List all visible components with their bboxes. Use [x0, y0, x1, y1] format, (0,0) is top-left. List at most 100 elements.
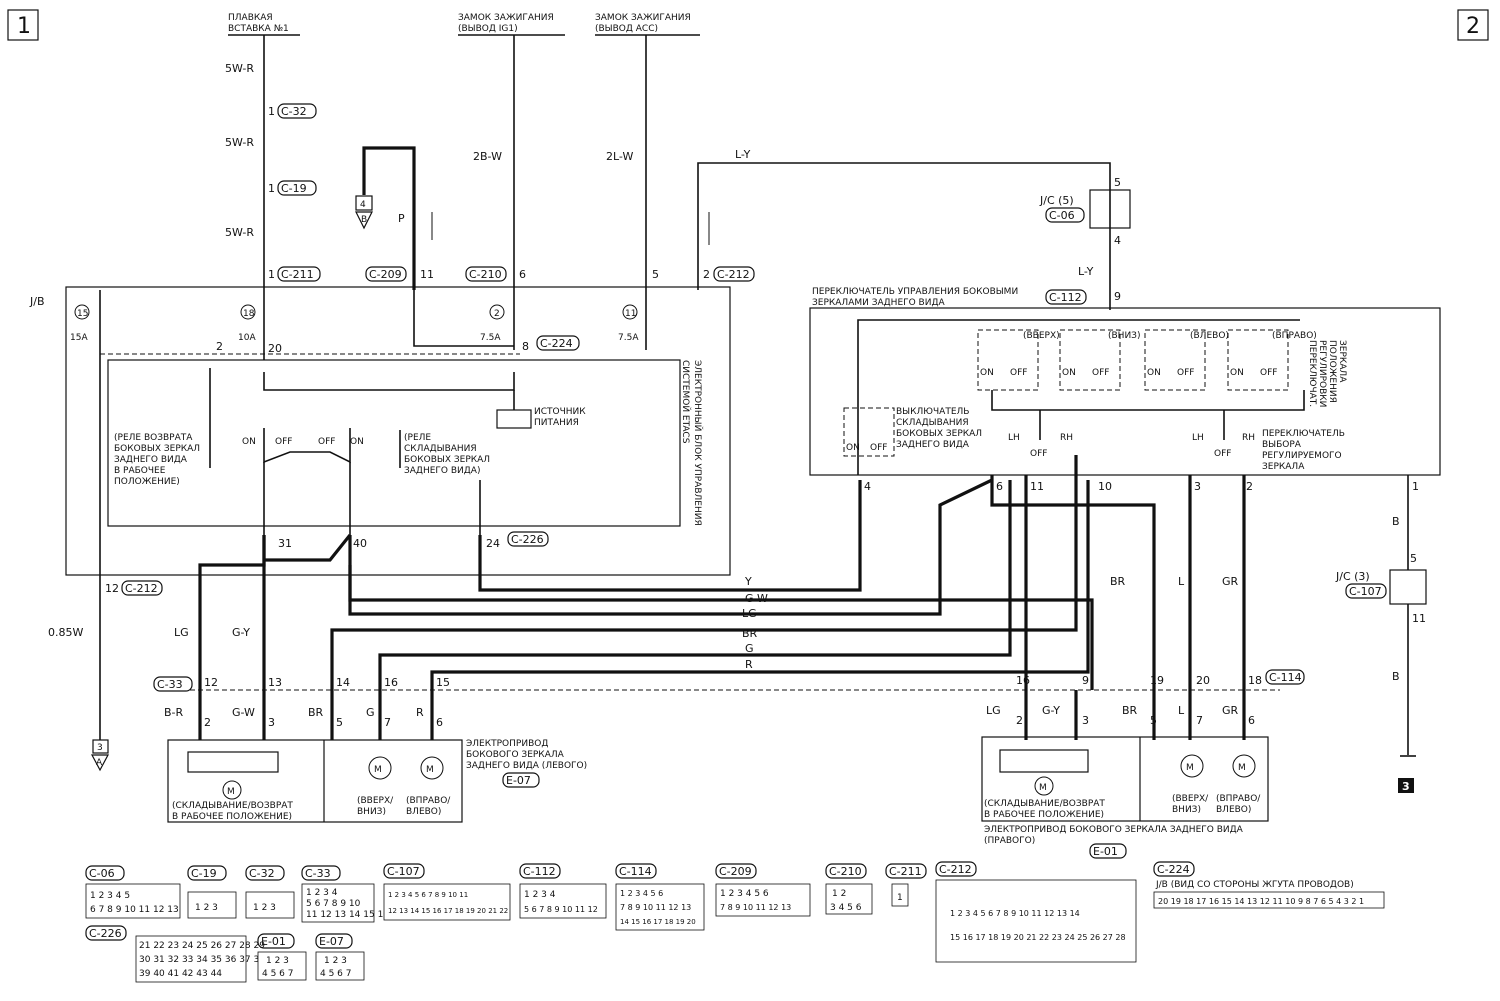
svg-text:1 2: 1 2 [832, 889, 846, 899]
connector-c32: C-32 [281, 105, 307, 118]
svg-text:3: 3 [1402, 780, 1410, 793]
svg-text:L-Y: L-Y [1078, 265, 1094, 278]
svg-text:20: 20 [1196, 674, 1210, 687]
svg-text:(ПРАВОГО): (ПРАВОГО) [984, 836, 1035, 846]
svg-text:6: 6 [436, 716, 443, 729]
svg-text:20 19 18 17 16 15 14 13 12 11: 20 19 18 17 16 15 14 13 12 11 10 9 8 7 6… [1158, 897, 1364, 906]
svg-text:1: 1 [268, 182, 275, 195]
svg-text:ВЫКЛЮЧАТЕЛЬ: ВЫКЛЮЧАТЕЛЬ [896, 407, 969, 417]
connector-c107: C-107 [1349, 585, 1382, 598]
svg-text:LH: LH [1192, 433, 1204, 443]
ign-ig1-label-1: ЗАМОК ЗАЖИГАНИЯ [458, 13, 554, 23]
svg-text:ЗАДНЕГО ВИДА (ЛЕВОГО): ЗАДНЕГО ВИДА (ЛЕВОГО) [466, 761, 587, 771]
svg-text:1 2 3 4 5: 1 2 3 4 5 [90, 891, 130, 901]
wire-lg [348, 478, 993, 616]
svg-text:(СКЛАДЫВАНИЕ/ВОЗВРАТ: (СКЛАДЫВАНИЕ/ВОЗВРАТ [172, 801, 293, 811]
svg-text:ON: ON [1062, 368, 1076, 378]
svg-text:1 2 3 4 5 6 7 8 9 10 11 12 13: 1 2 3 4 5 6 7 8 9 10 11 12 13 14 [950, 909, 1080, 918]
svg-text:ВНИЗ): ВНИЗ) [357, 807, 386, 817]
svg-text:14: 14 [336, 676, 350, 689]
connector-legend: C-06 1 2 3 4 5 6 7 8 9 10 11 12 13 C-226… [85, 861, 1385, 983]
svg-text:В РАБОЧЕЕ ПОЛОЖЕНИЕ): В РАБОЧЕЕ ПОЛОЖЕНИЕ) [984, 810, 1104, 820]
svg-text:G-W: G-W [745, 592, 768, 605]
svg-text:1 2 3 4 5 6: 1 2 3 4 5 6 [720, 889, 769, 899]
svg-text:39 40 41 42 43 44: 39 40 41 42 43 44 [139, 969, 222, 979]
connector-c224: C-224 [540, 337, 573, 350]
svg-text:OFF: OFF [1214, 449, 1231, 459]
svg-text:E-01: E-01 [261, 935, 286, 948]
svg-text:7.5A: 7.5A [480, 333, 501, 343]
svg-text:J/B (ВИД СО СТОРОНЫ ЖГУТА ПРОВ: J/B (ВИД СО СТОРОНЫ ЖГУТА ПРОВОДОВ) [1155, 880, 1354, 890]
ign-ig1-label-2: (ВЫВОД IG1) [458, 24, 518, 34]
svg-text:18: 18 [1248, 674, 1262, 687]
svg-text:ВЛЕВО): ВЛЕВО) [1216, 805, 1251, 815]
svg-text:БОКОВЫХ ЗЕРКАЛ: БОКОВЫХ ЗЕРКАЛ [896, 429, 982, 439]
svg-text:ON: ON [1147, 368, 1161, 378]
connector-c112: C-112 [1049, 291, 1082, 304]
svg-text:ЗАДНЕГО ВИДА: ЗАДНЕГО ВИДА [114, 455, 188, 465]
svg-text:1 2 3: 1 2 3 [324, 956, 347, 966]
svg-text:ЭЛЕКТРОПРИВОД: ЭЛЕКТРОПРИВОД [466, 739, 548, 749]
svg-text:14 15 16 17 18 19 20: 14 15 16 17 18 19 20 [620, 918, 696, 926]
svg-text:2B-W: 2B-W [473, 150, 502, 163]
svg-text:7 8 9 10 11 12 13: 7 8 9 10 11 12 13 [620, 903, 691, 912]
svg-text:10: 10 [1098, 480, 1112, 493]
svg-text:ПЕРЕКЛЮЧАТЕЛЬ УПРАВЛЕНИЯ БОКОВ: ПЕРЕКЛЮЧАТЕЛЬ УПРАВЛЕНИЯ БОКОВЫМИ [812, 287, 1018, 297]
svg-text:4: 4 [1114, 234, 1121, 247]
svg-text:LG: LG [174, 626, 189, 639]
svg-text:СИСТЕМОЙ ETACS: СИСТЕМОЙ ETACS [680, 360, 692, 444]
svg-text:C-211: C-211 [889, 865, 922, 878]
svg-text:(СКЛАДЫВАНИЕ/ВОЗВРАТ: (СКЛАДЫВАНИЕ/ВОЗВРАТ [984, 799, 1105, 809]
svg-text:6: 6 [519, 268, 526, 281]
svg-text:(ВНИЗ): (ВНИЗ) [1108, 331, 1140, 341]
wire-p [362, 146, 416, 290]
connector-c210: C-210 [469, 268, 502, 281]
svg-text:11: 11 [1412, 612, 1426, 625]
connector-c33: C-33 [157, 678, 183, 691]
svg-text:ЗАДНЕГО ВИДА: ЗАДНЕГО ВИДА [896, 440, 970, 450]
svg-text:11 12 13 14 15 16: 11 12 13 14 15 16 [306, 910, 389, 920]
svg-text:ПОЛОЖЕНИЕ): ПОЛОЖЕНИЕ) [114, 477, 180, 487]
svg-text:1 2 3: 1 2 3 [195, 903, 218, 913]
svg-text:1: 1 [268, 105, 275, 118]
svg-text:(ВВЕРХ/: (ВВЕРХ/ [357, 796, 394, 806]
svg-text:G: G [745, 642, 754, 655]
svg-text:G-Y: G-Y [232, 626, 250, 639]
svg-text:OFF: OFF [870, 443, 887, 453]
page-marker-right-frame [1457, 9, 1489, 41]
connector-c06: C-06 [1049, 209, 1075, 222]
svg-text:C-33: C-33 [305, 867, 331, 880]
svg-text:0.85W: 0.85W [48, 626, 83, 639]
svg-text:E-07: E-07 [319, 935, 344, 948]
svg-text:OFF: OFF [1092, 368, 1109, 378]
mirror-switch-unit [809, 307, 1441, 476]
svg-text:J/B: J/B [29, 295, 45, 308]
svg-text:2: 2 [494, 309, 500, 319]
svg-text:ON: ON [1230, 368, 1244, 378]
svg-text:OFF: OFF [275, 437, 292, 447]
svg-text:RH: RH [1242, 433, 1255, 443]
connector-e01: E-01 [1093, 845, 1118, 858]
svg-text:B: B [1392, 515, 1400, 528]
svg-text:1: 1 [1412, 480, 1419, 493]
svg-text:БОКОВОГО ЗЕРКАЛА: БОКОВОГО ЗЕРКАЛА [466, 750, 565, 760]
svg-text:BR: BR [742, 627, 758, 640]
svg-text:20: 20 [268, 342, 282, 355]
svg-text:ПИТАНИЯ: ПИТАНИЯ [534, 418, 579, 428]
svg-text:B: B [1392, 670, 1400, 683]
svg-text:2: 2 [216, 340, 223, 353]
svg-text:5: 5 [652, 268, 659, 281]
svg-text:A: A [96, 758, 103, 768]
svg-text:C-32: C-32 [249, 867, 275, 880]
svg-text:6 7 8 9 10 11 12 13: 6 7 8 9 10 11 12 13 [90, 905, 179, 915]
svg-text:11: 11 [625, 309, 636, 319]
svg-text:C-212: C-212 [125, 582, 158, 595]
svg-text:12: 12 [204, 676, 218, 689]
svg-text:M: M [426, 765, 434, 775]
svg-text:BR: BR [308, 706, 324, 719]
wire-r [430, 480, 1090, 740]
svg-text:ЭЛЕКТРОННЫЙ БЛОК УПРАВЛЕНИЯ: ЭЛЕКТРОННЫЙ БЛОК УПРАВЛЕНИЯ [692, 360, 704, 526]
svg-text:C-107: C-107 [387, 865, 420, 878]
svg-text:2: 2 [703, 268, 710, 281]
